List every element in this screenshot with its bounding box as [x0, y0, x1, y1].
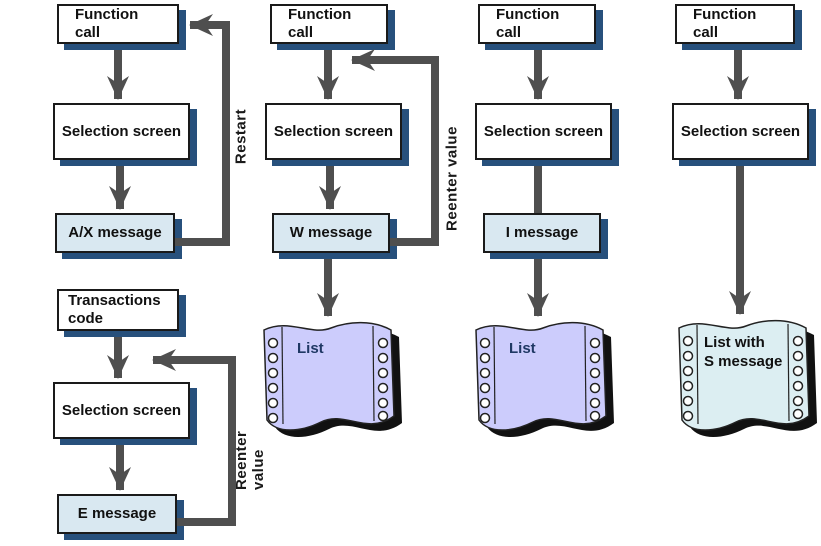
paper-body	[678, 319, 810, 431]
node-transactions-code: Transactions code	[57, 289, 179, 331]
node-label: code	[68, 310, 104, 327]
reenter-line: value	[250, 449, 267, 490]
node-label: Selection screen	[680, 122, 801, 140]
node-label: Selection screen	[483, 122, 604, 140]
node-label: Transactions	[68, 292, 161, 309]
node-label: Function	[496, 6, 560, 23]
node-selection-screen-2: Selection screen	[265, 103, 402, 160]
node-label: Selection screen	[61, 401, 182, 419]
reenter-line: Reenter	[233, 430, 250, 490]
node-function-call-3: Function call	[478, 4, 596, 44]
node-label: Function	[75, 6, 139, 23]
list-paper-s	[676, 316, 821, 446]
node-label: call	[75, 24, 101, 41]
node-selection-screen-1b: Selection screen	[53, 382, 190, 439]
node-function-call-4: Function call	[675, 4, 795, 44]
node-label: Selection screen	[273, 122, 394, 140]
node-ax-message: A/X message	[55, 213, 175, 253]
node-label: I message	[505, 224, 579, 241]
node-e-message: E message	[57, 494, 177, 534]
node-function-call-1: Function call	[57, 4, 179, 44]
list-label-i: List	[509, 340, 536, 357]
node-label: Function	[288, 6, 352, 23]
tractor-feed-holes	[479, 337, 601, 424]
list-label-line: List with	[704, 334, 765, 351]
reenter-value-label-w: Reenter value	[443, 126, 461, 231]
node-label: Selection screen	[61, 122, 182, 140]
reenter-value-label-e: Reenter value	[233, 382, 267, 490]
node-label: A/X message	[68, 224, 162, 241]
tractor-feed-holes	[682, 335, 804, 422]
list-label-w: List	[297, 340, 324, 357]
tractor-feed-holes	[267, 337, 389, 424]
list-paper-i	[473, 318, 619, 446]
paper-body	[263, 321, 395, 431]
node-selection-screen-4: Selection screen	[672, 103, 809, 160]
node-label: call	[693, 24, 719, 41]
node-i-message: I message	[483, 213, 601, 253]
node-label: call	[496, 24, 522, 41]
node-label: W message	[289, 224, 373, 241]
node-label: E message	[77, 505, 157, 522]
list-paper-w	[261, 318, 407, 446]
node-selection-screen-3: Selection screen	[475, 103, 612, 160]
list-label-s: List with S message	[704, 333, 782, 371]
node-w-message: W message	[272, 213, 390, 253]
node-label: call	[288, 24, 314, 41]
node-selection-screen-1: Selection screen	[53, 103, 190, 160]
restart-label: Restart	[232, 108, 250, 165]
paper-body	[475, 321, 607, 431]
node-label: Function	[693, 6, 757, 23]
node-function-call-2: Function call	[270, 4, 388, 44]
list-label-line: S message	[704, 353, 783, 370]
